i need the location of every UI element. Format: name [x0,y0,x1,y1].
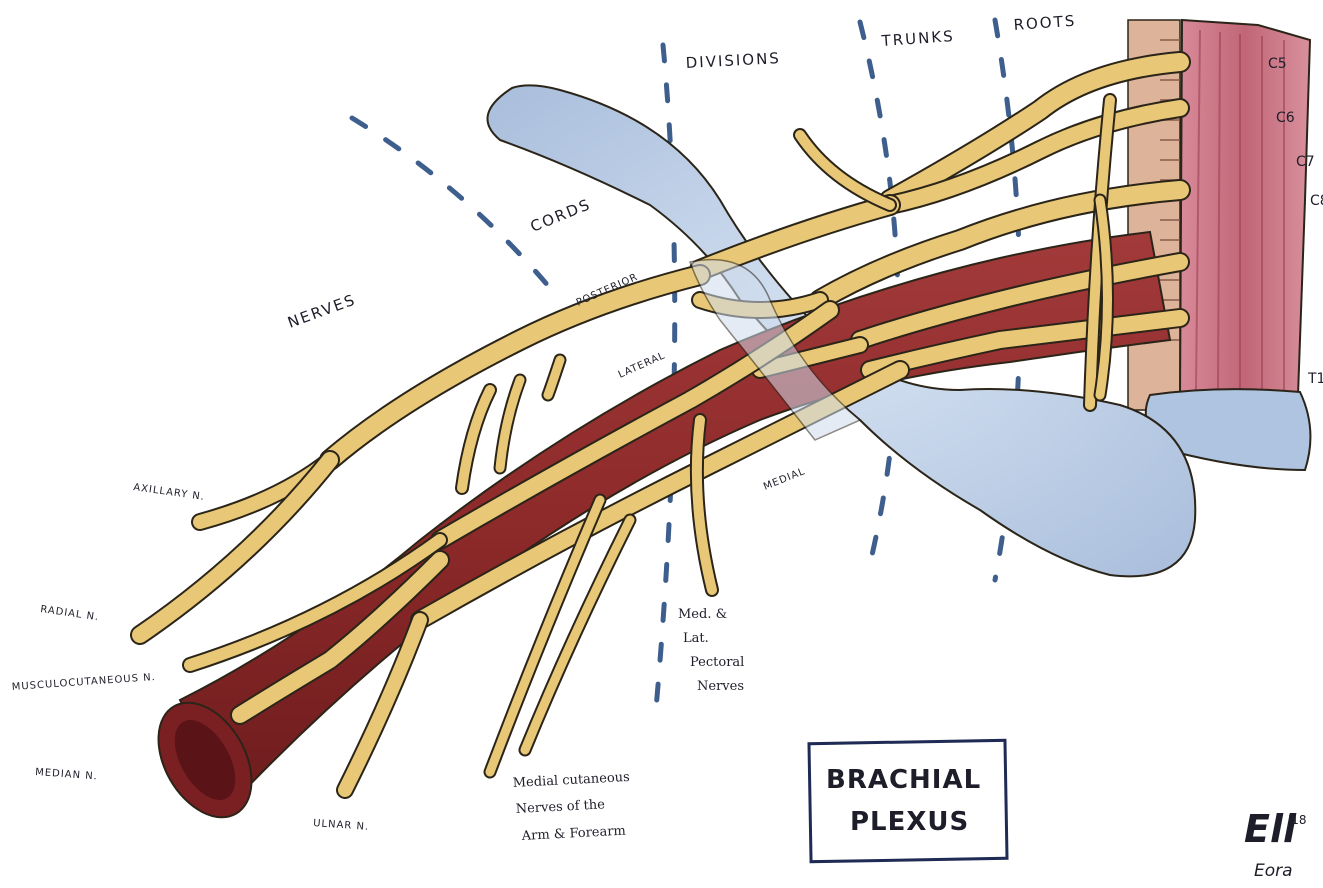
artist-signature: Ell '18 Eora [1244,807,1307,881]
pectoral-nerves-note: Med. & Lat. Pectoral Nerves [678,607,744,694]
label-musculocutaneous-nerve: MUSCULOCUTANEOUS N. [11,672,156,693]
label-roots: ROOTS [1013,12,1077,34]
suprascapular [800,135,890,205]
label-root-c5: C5 [1268,56,1287,72]
label-trunks: TRUNKS [880,27,955,50]
cutaneous-line-2: Nerves of the [515,797,605,817]
title-line-2: PLEXUS [850,807,969,837]
label-nerves: NERVES [285,290,358,331]
scalene-muscle [1180,20,1310,398]
signature-year: '18 [1288,813,1307,827]
label-root-c6: C6 [1276,110,1295,126]
branch-3 [548,360,560,395]
pectoral-line-2: Lat. [683,631,709,646]
label-radial-nerve: RADIAL N. [40,604,100,623]
label-cords: CORDS [528,195,594,236]
cutaneous-line-3: Arm & Forearm [520,824,626,844]
title-box: BRACHIAL PLEXUS [809,740,1007,861]
cutaneous-nerves-note: Medial cutaneous Nerves of the Arm & For… [512,770,630,844]
label-cord-medial: MEDIAL [762,466,807,493]
pectoral-line-1: Med. & [678,607,727,622]
label-root-c8: C8 [1310,193,1323,209]
label-root-t1: T1 [1307,371,1323,387]
signature-name: Eora [1254,861,1293,881]
title-line-1: BRACHIAL [826,765,981,795]
label-median-nerve: MEDIAN N. [35,767,98,782]
label-root-c7: C7 [1296,154,1315,170]
pectoral-line-3: Pectoral [690,655,744,670]
label-divisions: DIVISIONS [685,49,781,72]
cutaneous-line-1: Medial cutaneous [512,770,630,791]
pectoral-line-4: Nerves [697,679,744,694]
label-ulnar-nerve: ULNAR N. [313,818,370,833]
label-cord-lateral: LATERAL [617,350,667,380]
label-axillary-nerve: AXILLARY N. [133,482,206,503]
